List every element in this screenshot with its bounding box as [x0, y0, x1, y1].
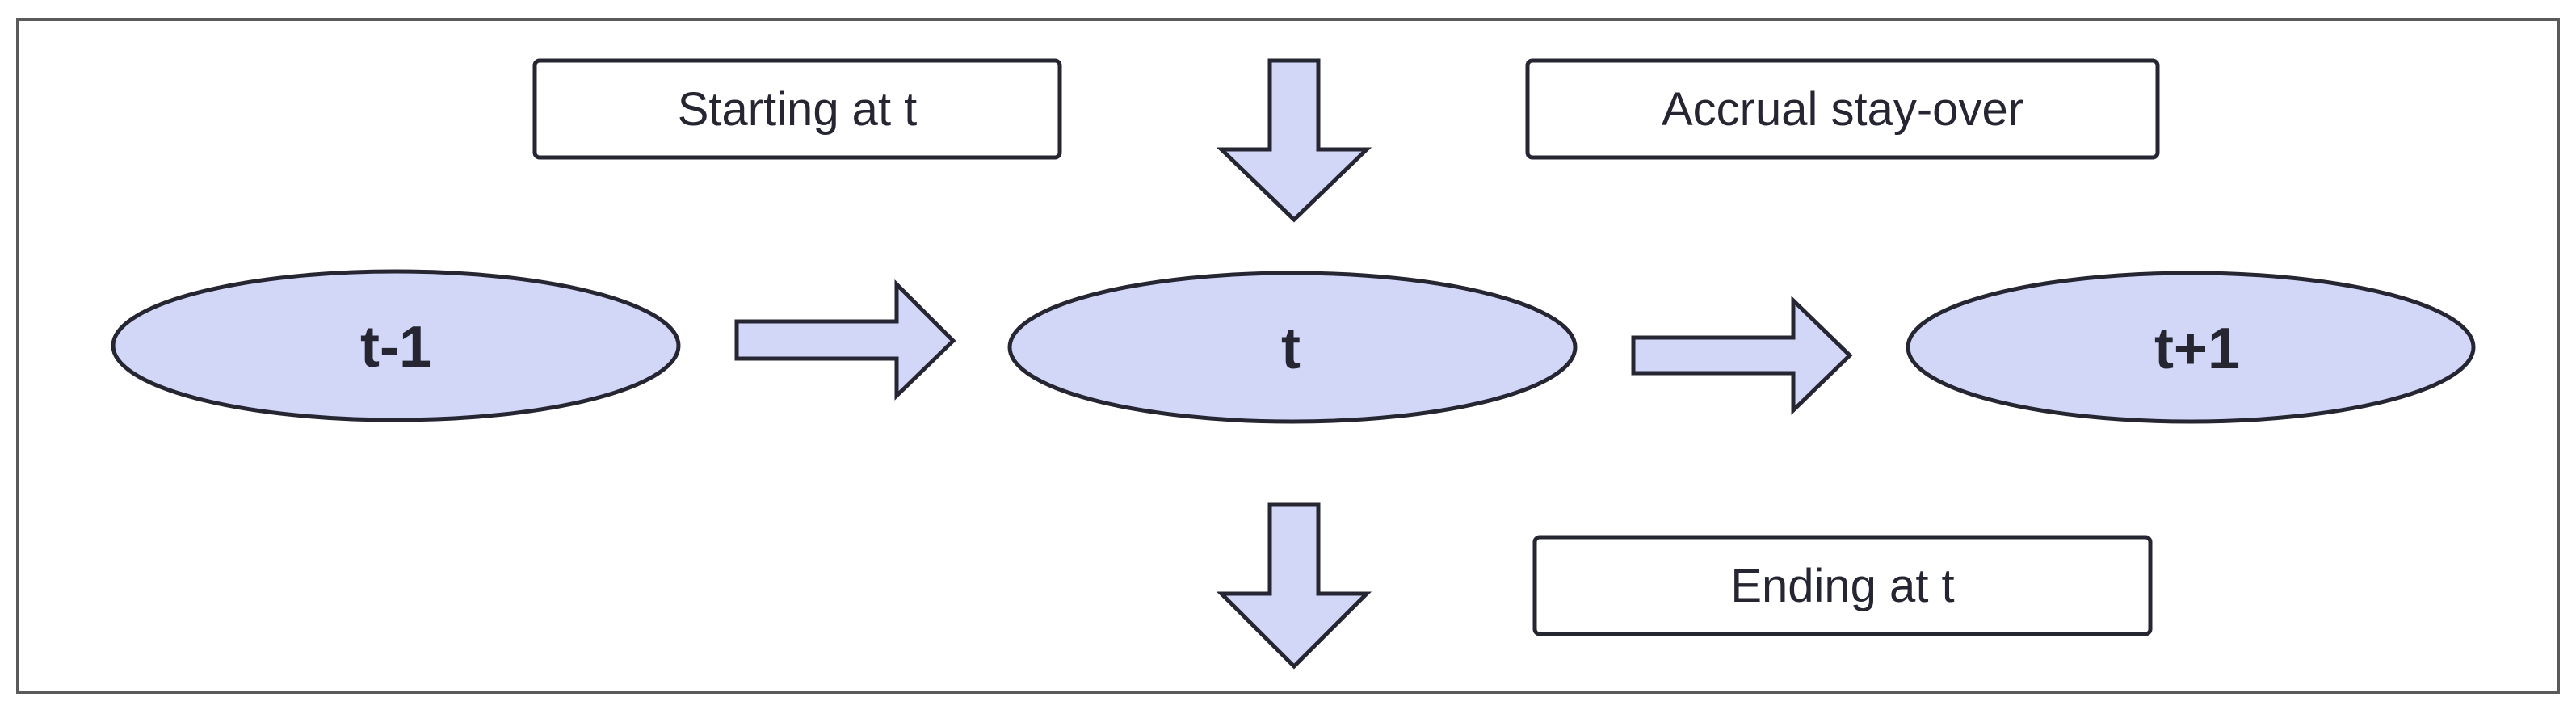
arrow-right-2-icon — [1631, 296, 1853, 415]
node-t: t — [1007, 271, 1578, 424]
starting-box: Starting at t — [532, 58, 1062, 160]
starting-box-border — [532, 58, 1062, 160]
node-t-plus-1-ellipse — [1906, 271, 2476, 424]
ending-box-label: Ending at t — [1730, 560, 1954, 612]
accrual-box: Accrual stay-over — [1525, 58, 2160, 160]
node-t-label: t — [1281, 317, 1301, 381]
arrow-right-1-icon — [734, 279, 956, 401]
node-t-ellipse — [1007, 271, 1578, 424]
starting-box-label: Starting at t — [678, 83, 918, 136]
ending-box: Ending at t — [1532, 535, 2153, 636]
accrual-box-label: Accrual stay-over — [1662, 83, 2023, 136]
node-t-plus-1-label: t+1 — [2154, 317, 2240, 381]
node-t-minus-1-label: t-1 — [360, 315, 431, 380]
arrow-down-out-icon — [1216, 502, 1372, 670]
arrow-down-in-icon — [1216, 58, 1372, 223]
node-t-plus-1: t+1 — [1906, 271, 2476, 424]
node-t-minus-1-ellipse — [111, 269, 681, 422]
accrual-box-border — [1525, 58, 2160, 160]
ending-box-border — [1532, 535, 2153, 636]
node-t-minus-1: t-1 — [111, 269, 681, 422]
